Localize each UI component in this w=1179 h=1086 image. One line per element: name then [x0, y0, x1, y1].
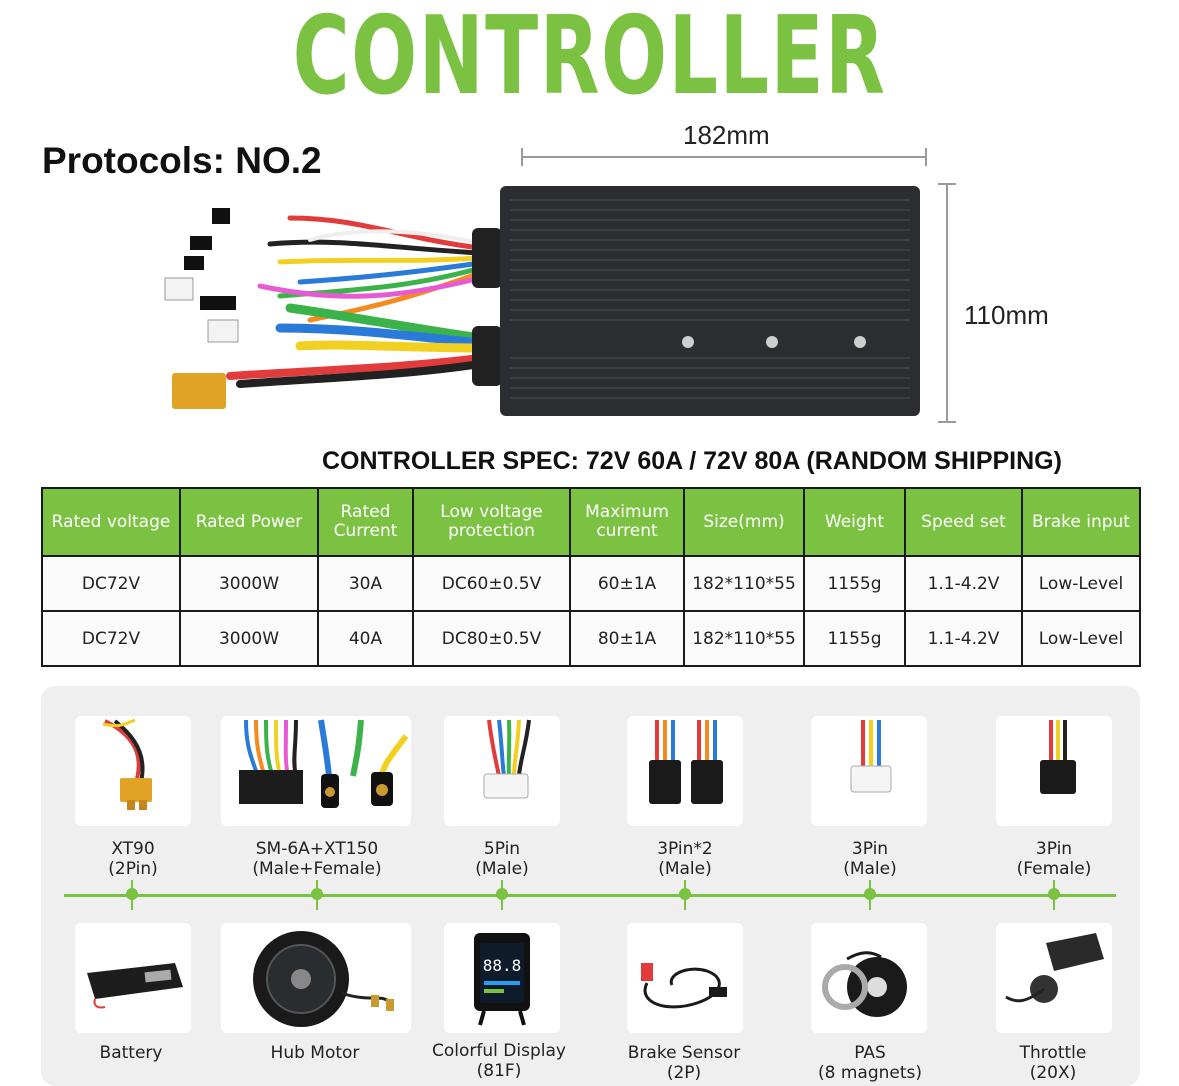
table-cell: 182*110*55: [683, 555, 805, 612]
header-speed-set: Speed set: [904, 487, 1023, 557]
connector-panel: [41, 686, 1140, 1086]
battery-thumb: [75, 923, 191, 1033]
connector-label: 5Pin(Male): [475, 839, 529, 879]
table-cell: 1155g: [803, 610, 906, 667]
table-cell: 3000W: [179, 610, 319, 667]
table-cell: 1.1-4.2V: [904, 555, 1023, 612]
controller-product-image: [164, 186, 920, 416]
header-rated-current: Rated Current: [317, 487, 414, 557]
height-dimension-label: 110mm: [964, 300, 1049, 330]
connector-label: SM-6A+XT150(Male+Female): [252, 839, 382, 879]
timeline-dot: [496, 888, 508, 900]
3pin-x2-connector-thumb: [627, 716, 743, 826]
table-cell: 30A: [317, 555, 414, 612]
table-cell: Low-Level: [1021, 610, 1141, 667]
connector-label: XT90(2Pin): [108, 839, 158, 879]
spec-header-row: Rated voltage Rated Power Rated Current …: [41, 487, 1141, 557]
xt90-connector-thumb: [75, 716, 191, 826]
connector-label: 3Pin(Female): [1016, 839, 1092, 879]
table-cell: DC72V: [41, 555, 181, 612]
part-label: Brake Sensor(2P): [627, 1043, 741, 1083]
pas-sensor-thumb: [811, 923, 927, 1033]
spec-table: Rated voltage Rated Power Rated Current …: [41, 487, 1141, 667]
spec-title: CONTROLLER SPEC: 72V 60A / 72V 80A (RAND…: [322, 447, 1062, 475]
timeline-dot: [864, 888, 876, 900]
table-cell: Low-Level: [1021, 555, 1141, 612]
connector-label: 3Pin(Male): [843, 839, 897, 879]
header-low-voltage-protection: Low voltage protection: [412, 487, 571, 557]
table-cell: DC72V: [41, 610, 181, 667]
part-label: Hub Motor: [270, 1043, 360, 1063]
timeline-dot: [679, 888, 691, 900]
timeline-dot: [311, 888, 323, 900]
table-row: DC72V 3000W 40A DC80±0.5V 80±1A 182*110*…: [41, 610, 1141, 667]
table-cell: 40A: [317, 610, 414, 667]
width-dimension-label: 182mm: [683, 120, 770, 150]
table-cell: 182*110*55: [683, 610, 805, 667]
connection-timeline: [64, 894, 1116, 897]
table-cell: 3000W: [179, 555, 319, 612]
header-maximum-current: Maximum current: [569, 487, 685, 557]
3pin-male-connector-thumb: [811, 716, 927, 826]
5pin-connector-thumb: [444, 716, 560, 826]
header-brake-input: Brake input: [1021, 487, 1141, 557]
table-row: DC72V 3000W 30A DC60±0.5V 60±1A 182*110*…: [41, 555, 1141, 612]
table-cell: 1.1-4.2V: [904, 610, 1023, 667]
throttle-thumb: [996, 923, 1112, 1033]
header-weight: Weight: [803, 487, 906, 557]
connector-label: 3Pin*2(Male): [657, 839, 713, 879]
table-cell: 1155g: [803, 555, 906, 612]
page-title: CONTROLLER: [292, 0, 887, 119]
table-cell: 80±1A: [569, 610, 685, 667]
header-size: Size(mm): [683, 487, 805, 557]
table-cell: DC60±0.5V: [412, 555, 571, 612]
protocols-label: Protocols: NO.2: [42, 140, 322, 181]
height-dimension-line: [938, 183, 956, 423]
part-label: Throttle(20X): [1019, 1043, 1087, 1083]
sm6a-xt150-connector-thumb: [221, 716, 411, 826]
header-rated-power: Rated Power: [179, 487, 319, 557]
colorful-display-thumb: 88.8: [444, 923, 560, 1033]
header-rated-voltage: Rated voltage: [41, 487, 181, 557]
table-cell: 60±1A: [569, 555, 685, 612]
display-readout: 88.8: [483, 956, 522, 975]
part-label: Colorful Display(81F): [432, 1041, 566, 1081]
timeline-dot: [126, 888, 138, 900]
table-cell: DC80±0.5V: [412, 610, 571, 667]
part-label: PAS(8 magnets): [817, 1043, 922, 1083]
3pin-female-connector-thumb: [996, 716, 1112, 826]
timeline-dot: [1048, 888, 1060, 900]
part-label: Battery: [99, 1043, 163, 1063]
hub-motor-thumb: [221, 923, 411, 1033]
width-dimension-line: [521, 148, 927, 166]
brake-sensor-thumb: [627, 923, 743, 1033]
